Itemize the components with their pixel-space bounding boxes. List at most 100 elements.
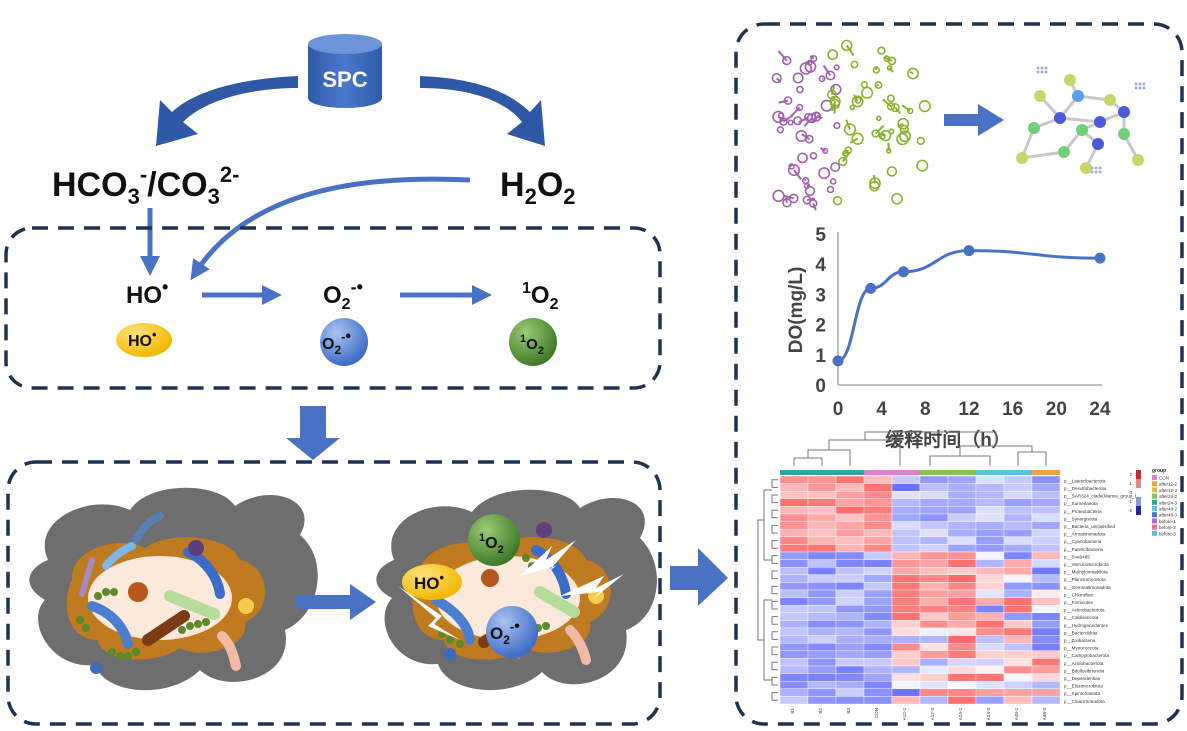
microbe-heatmap: p__Latescibacterota p__Desulfobacterota p_…	[757, 431, 1178, 721]
heatmap-legend-item: after48-3	[1159, 513, 1178, 518]
after-ho-bubble	[402, 564, 462, 600]
heatmap-row-label: p__Myxococcota	[1064, 646, 1099, 651]
molecule-arrow	[944, 104, 1004, 136]
after-ho-label: HO•	[414, 570, 445, 593]
heatmap-legend-item: after24-3	[1159, 500, 1178, 505]
x-tick-label: 20	[1046, 399, 1067, 420]
right-curved-arrow	[420, 76, 545, 146]
heatmap-column-label: A48-3	[1042, 708, 1047, 721]
after-singlet-label: 1O2	[479, 532, 504, 556]
heatmap-row-label: p__SAR324_clade(Marine_group_B)	[1064, 494, 1140, 499]
superoxide-bubble	[320, 318, 368, 366]
left-curved-arrow	[156, 76, 298, 146]
h2o2-label: H2O2	[500, 166, 576, 209]
heatmap-legend-item: before-2	[1159, 525, 1176, 530]
heatmap-row-label: p__Sumerlaeota	[1064, 501, 1098, 506]
heatmap-row-label: p__Methylomirabilota	[1064, 570, 1108, 575]
ho-bubble-label: HO•	[128, 327, 157, 350]
heatmap-legend-item: after12-3	[1159, 488, 1178, 493]
ros-box	[4, 226, 662, 390]
heatmap-legend-item: after12-2	[1159, 482, 1178, 487]
heatmap-scale-label: -2	[1128, 508, 1132, 513]
polymer-molecule-image	[771, 39, 931, 211]
heatmap-legend-item: before-3	[1159, 531, 1176, 536]
heatmap-column-label: A12-2	[902, 708, 907, 721]
heatmap-column-label: B1	[790, 708, 795, 714]
after-superoxide-bubble	[486, 606, 538, 658]
heatmap-legend-item: before-1	[1159, 519, 1176, 524]
heatmap-legend-title: group	[1152, 468, 1166, 474]
heatmap-row-label: p__Patescibacteria	[1064, 547, 1104, 552]
spc-cylinder: SPC	[308, 34, 382, 108]
heatmap-column-label: B3	[846, 708, 851, 714]
fragment-molecule-image	[1016, 66, 1146, 174]
heatmap-row-label: p__Desulfobacterota	[1064, 486, 1107, 491]
singlet-oxygen-label: 1O2	[522, 280, 559, 313]
x-tick-label: 4	[876, 399, 887, 420]
sludge-arrow	[296, 584, 376, 620]
x-tick-label: 12	[958, 399, 979, 420]
heatmap-row-label: p__Dependentiae	[1064, 676, 1101, 681]
heatmap-row-label: p__Gemmatimonadota	[1064, 585, 1111, 590]
spc-label: SPC	[322, 67, 367, 92]
heatmap-row-label: p__Sva0485	[1064, 554, 1090, 559]
do-data-point	[865, 282, 877, 294]
do-series-line	[837, 249, 1101, 363]
heatmap-scale-label: 1	[1129, 481, 1132, 486]
heatmap-row-label: p__Armatimonadota	[1064, 532, 1106, 537]
heatmap-row-label: p__Cloacimonadota	[1064, 699, 1105, 704]
ho-radical-label: HO•	[126, 277, 168, 309]
superoxide-label: O2-•	[323, 277, 363, 313]
heatmap-row-label: p__Bacteria_unclassified	[1064, 524, 1116, 529]
y-tick-label: 4	[815, 255, 826, 276]
do-data-point	[1094, 252, 1106, 264]
heatmap-legend-item: CON	[1159, 476, 1169, 481]
heatmap-column-label: A12-3	[930, 708, 935, 721]
heatmap-row-label: p__Planctomycetota	[1064, 577, 1106, 582]
after-superoxide-label: O2-•	[490, 618, 520, 647]
heatmap-scale-label: 0	[1129, 490, 1132, 495]
x-tick-label: 24	[1089, 399, 1111, 420]
heatmap-column-label: A24-2	[958, 708, 963, 721]
y-tick-label: 3	[815, 285, 826, 306]
down-block-arrow	[286, 406, 340, 460]
x-tick-label: 0	[833, 399, 844, 420]
heatmap-column-label: B2	[818, 708, 823, 714]
heatmap-row-label: p__Verrucomicrobiota	[1064, 562, 1109, 567]
y-tick-label: 0	[815, 376, 826, 397]
heatmap-row-label: p__Actinobacteriota	[1064, 608, 1105, 613]
sludge-floc-before	[29, 487, 318, 691]
heatmap-row-label: p__Elusimicrobiota	[1064, 684, 1103, 689]
arrow-h2o2-to-ho	[190, 176, 471, 281]
to-results-arrow	[670, 548, 728, 606]
superoxide-bubble-label: O2-•	[322, 328, 351, 357]
heatmap-legend-item: after24-2	[1159, 494, 1178, 499]
heatmap-row-label: p__Firmicutes	[1064, 600, 1094, 605]
ho-bubble	[116, 323, 172, 357]
y-tick-label: 2	[815, 316, 826, 337]
singlet-bubble-label: 1O2	[520, 333, 544, 357]
heatmap-scale-label: 2	[1129, 472, 1132, 477]
heatmap-row-label: p__Acidobacteriota	[1064, 661, 1104, 666]
results-box	[734, 22, 1184, 726]
heatmap-row-label: p__Bacteroidota	[1064, 630, 1098, 635]
heatmap-column-label: A48-2	[1014, 708, 1019, 721]
heatmap-row-label: p__Spirochaetota	[1064, 691, 1100, 696]
after-singlet-bubble	[468, 514, 520, 566]
do-data-point	[963, 245, 975, 257]
heatmap-column-label: A24-3	[986, 708, 991, 721]
heatmap-row-label: p__Bdellovibrionota	[1064, 668, 1105, 673]
heatmap-row-label: p__Synergistota	[1064, 516, 1098, 521]
sludge-box	[6, 460, 662, 726]
heatmap-row-label: p__Caldisericota	[1064, 615, 1099, 620]
heatmap-row-label: p__Zixibacteria	[1064, 638, 1096, 643]
heatmap-row-label: p__Hydrogenedentes	[1064, 623, 1109, 628]
heatmap-scale-label: -1	[1128, 499, 1132, 504]
heatmap-row-label: p__Latescibacterota	[1064, 478, 1106, 483]
y-axis-title: DO(mg/L)	[786, 267, 807, 354]
heatmap-column-label: CON	[874, 708, 879, 718]
y-tick-label: 1	[815, 346, 826, 367]
x-tick-label: 16	[1002, 399, 1023, 420]
